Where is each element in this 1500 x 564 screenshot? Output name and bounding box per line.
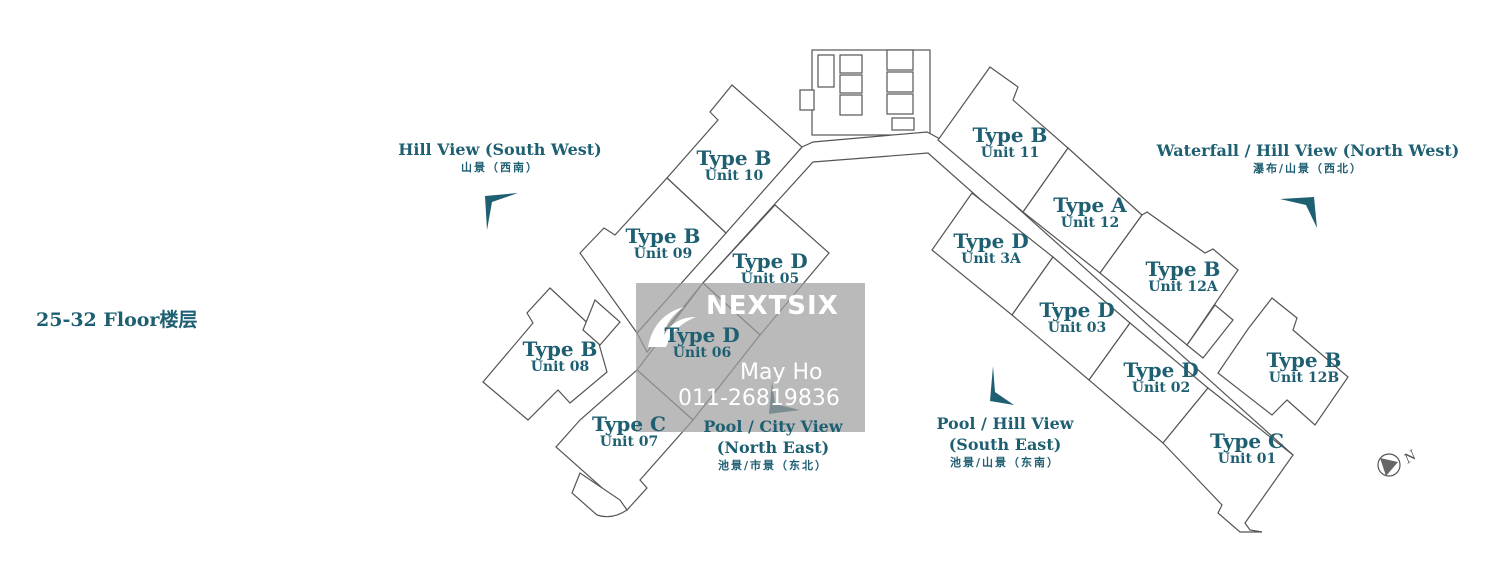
view-label-south-west: Hill View (South West)山景（西南）: [398, 140, 602, 174]
view-arrow-north-west-icon: [1280, 197, 1317, 228]
unit-type: Type B: [972, 123, 1048, 147]
unit-type: Type D: [953, 229, 1029, 253]
unit-type: Type C: [1210, 429, 1284, 453]
unit-number: Unit 06: [672, 345, 732, 361]
unit-number: Unit 12: [1060, 215, 1120, 231]
unit-12b-body: [1217, 297, 1349, 426]
unit-type: Type D: [732, 249, 808, 273]
unit-type: Type B: [522, 337, 598, 361]
view-label-north-east: Pool / City View(North East)池景/市景（东北）: [703, 417, 843, 472]
unit-12a-balcony: [1186, 304, 1234, 359]
unit-type: Type C: [592, 412, 666, 436]
nextsix-logo-icon: [648, 307, 696, 347]
core-lift-lobby: [799, 49, 931, 136]
unit-number: Unit 3A: [961, 251, 1021, 267]
unit-type: Type B: [696, 146, 772, 170]
unit-type: Type D: [664, 323, 740, 347]
unit-number: Unit 10: [704, 168, 764, 184]
watermark: NEXTSIX May Ho 011-26819836: [636, 283, 865, 432]
view-label-north-west: Waterfall / Hill View (North West)瀑布/山景（…: [1156, 141, 1460, 175]
unit-01-outline: [1162, 387, 1294, 533]
unit-08-balcony: [582, 298, 621, 346]
unit-type: Type A: [1053, 193, 1127, 217]
unit-number: Unit 11: [980, 145, 1040, 161]
view-arrow-south-west-icon: [485, 193, 518, 230]
unit-number: Unit 03: [1047, 320, 1107, 336]
unit-type: Type D: [1123, 358, 1199, 382]
unit-number: Unit 05: [740, 271, 800, 287]
unit-type: Type B: [625, 224, 701, 248]
unit-type: Type B: [1145, 257, 1221, 281]
unit-number: Unit 08: [530, 359, 590, 375]
unit-number: Unit 12A: [1148, 279, 1218, 295]
watermark-agent-name: May Ho: [740, 360, 823, 385]
unit-type: Type B: [1266, 348, 1342, 372]
unit-type: Type D: [1039, 298, 1115, 322]
watermark-brand: NEXTSIX: [706, 291, 839, 321]
watermark-phone: 011-26819836: [678, 386, 840, 411]
unit-12a-outline: [1099, 211, 1239, 346]
unit-number: Unit 09: [633, 246, 693, 262]
unit-07-balcony: [571, 472, 628, 518]
view-label-south-east: Pool / Hill View(South East)池景/山景（东南）: [936, 414, 1074, 469]
unit-number: Unit 07: [599, 434, 659, 450]
view-arrow-south-east-icon: [990, 366, 1014, 405]
unit-09-outline: [579, 177, 727, 334]
unit-number: Unit 12B: [1268, 370, 1340, 386]
compass-icon: [1377, 453, 1401, 477]
floor-label: 25-32 Floor楼层: [36, 309, 198, 331]
unit-number: Unit 01: [1217, 451, 1277, 467]
unit-08-outline: [482, 287, 608, 421]
unit-number: Unit 02: [1131, 380, 1191, 396]
